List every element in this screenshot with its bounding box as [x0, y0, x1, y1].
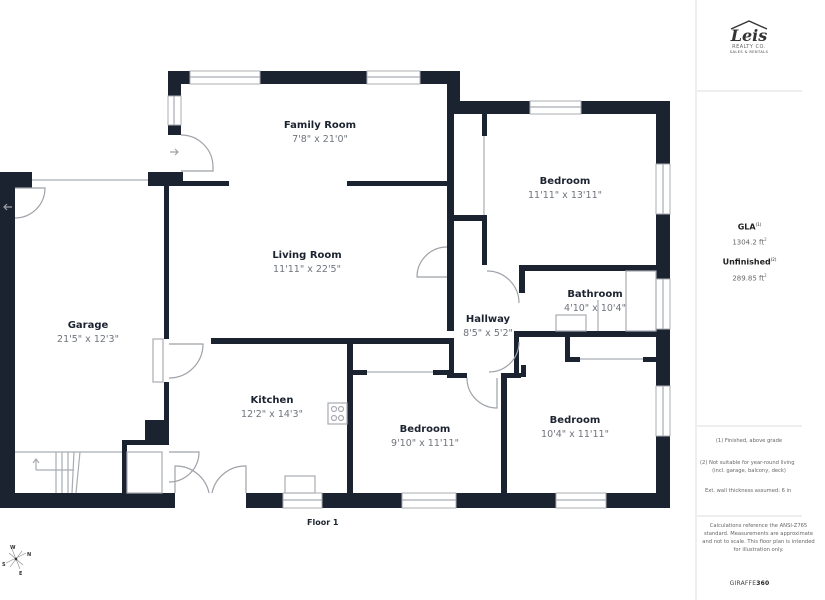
compass-south: S: [2, 562, 6, 568]
room-dimensions: 12'2" x 14'3": [241, 409, 303, 420]
room-living-room: Living Room 11'11" x 22'5": [272, 250, 341, 275]
gla-label: GLA(1): [737, 222, 762, 232]
room-dimensions: 11'11" x 13'11": [528, 190, 602, 201]
logo-line-1: REALTY CO.: [732, 44, 766, 50]
room-dimensions: 11'11" x 22'5": [273, 264, 341, 275]
room-garage: Garage 21'5" x 12'3": [57, 320, 119, 345]
room-bedroom-ne: Bedroom 11'11" x 13'11": [528, 176, 602, 201]
unfinished-value: 289.85 ft2: [732, 273, 767, 283]
room-name: Garage: [68, 320, 109, 331]
room-dimensions: 10'4" x 11'11": [541, 429, 609, 440]
disclaimer-section: Calculations reference the ANSI-Z765 sta…: [697, 517, 814, 600]
room-name: Kitchen: [251, 395, 294, 406]
walls: [0, 71, 670, 508]
room-name: Living Room: [272, 250, 341, 261]
note-wall-thickness: Ext. wall thickness assumed: 6 in: [705, 488, 792, 494]
floor-plan: Family Room 7'8" x 21'0" Living Room 11'…: [0, 70, 671, 509]
logo-name: Leis: [730, 26, 768, 45]
note-unfinished: (2) Not suitable for year-round living: [700, 460, 795, 466]
compass-east: E: [19, 571, 23, 577]
room-name: Bathroom: [567, 289, 622, 300]
room-hallway: Hallway 8'5" x 5'2": [463, 314, 513, 339]
room-name: Bedroom: [550, 415, 601, 426]
doors: [3, 134, 657, 494]
gla-value: 1304.2 ft2: [732, 237, 767, 247]
floor-label: Floor 1: [307, 518, 339, 527]
brokerage-logo: Leis REALTY CO. SALES & RENTALS: [719, 20, 779, 70]
room-name: Bedroom: [400, 424, 451, 435]
area-section: GLA(1) 1304.2 ft2 Unfinished(2) 289.85 f…: [697, 92, 802, 427]
room-dimensions: 4'10" x 10'4": [564, 303, 626, 314]
room-dimensions: 21'5" x 12'3": [57, 334, 119, 345]
compass-icon: W N S E: [2, 545, 31, 577]
info-panel: Leis REALTY CO. SALES & RENTALS GLA(1) 1…: [695, 0, 815, 600]
unfinished-label: Unfinished(2): [722, 257, 777, 267]
room-dimensions: 9'10" x 11'11": [391, 438, 459, 449]
compass-north: N: [27, 552, 31, 558]
note-finished: (1) Finished, above grade: [715, 438, 783, 444]
logo-line-2: SALES & RENTALS: [729, 50, 769, 54]
notes-section: (1) Finished, above grade (2) Not suitab…: [697, 427, 802, 517]
room-kitchen: Kitchen 12'2" x 14'3": [241, 395, 303, 420]
giraffe360-brand: GIRAFFE360: [729, 580, 770, 587]
room-name: Bedroom: [540, 176, 591, 187]
room-bedroom-s: Bedroom 9'10" x 11'11": [391, 424, 459, 449]
logo-section: Leis REALTY CO. SALES & RENTALS: [697, 0, 802, 92]
disclaimer-text: Calculations reference the ANSI-Z765 sta…: [702, 523, 815, 553]
room-name: Hallway: [466, 314, 511, 325]
compass-west: W: [10, 545, 16, 551]
room-dimensions: 8'5" x 5'2": [463, 328, 513, 339]
room-family-room: Family Room 7'8" x 21'0": [284, 120, 356, 145]
roof-icon: [730, 20, 768, 30]
room-dimensions: 7'8" x 21'0": [292, 134, 348, 145]
room-name: Family Room: [284, 120, 356, 131]
note-unfinished-detail: (incl. garage, balcony, deck): [712, 468, 786, 474]
windows: [32, 70, 671, 509]
room-bedroom-se: Bedroom 10'4" x 11'11": [541, 415, 609, 440]
room-bathroom: Bathroom 4'10" x 10'4": [564, 289, 626, 314]
